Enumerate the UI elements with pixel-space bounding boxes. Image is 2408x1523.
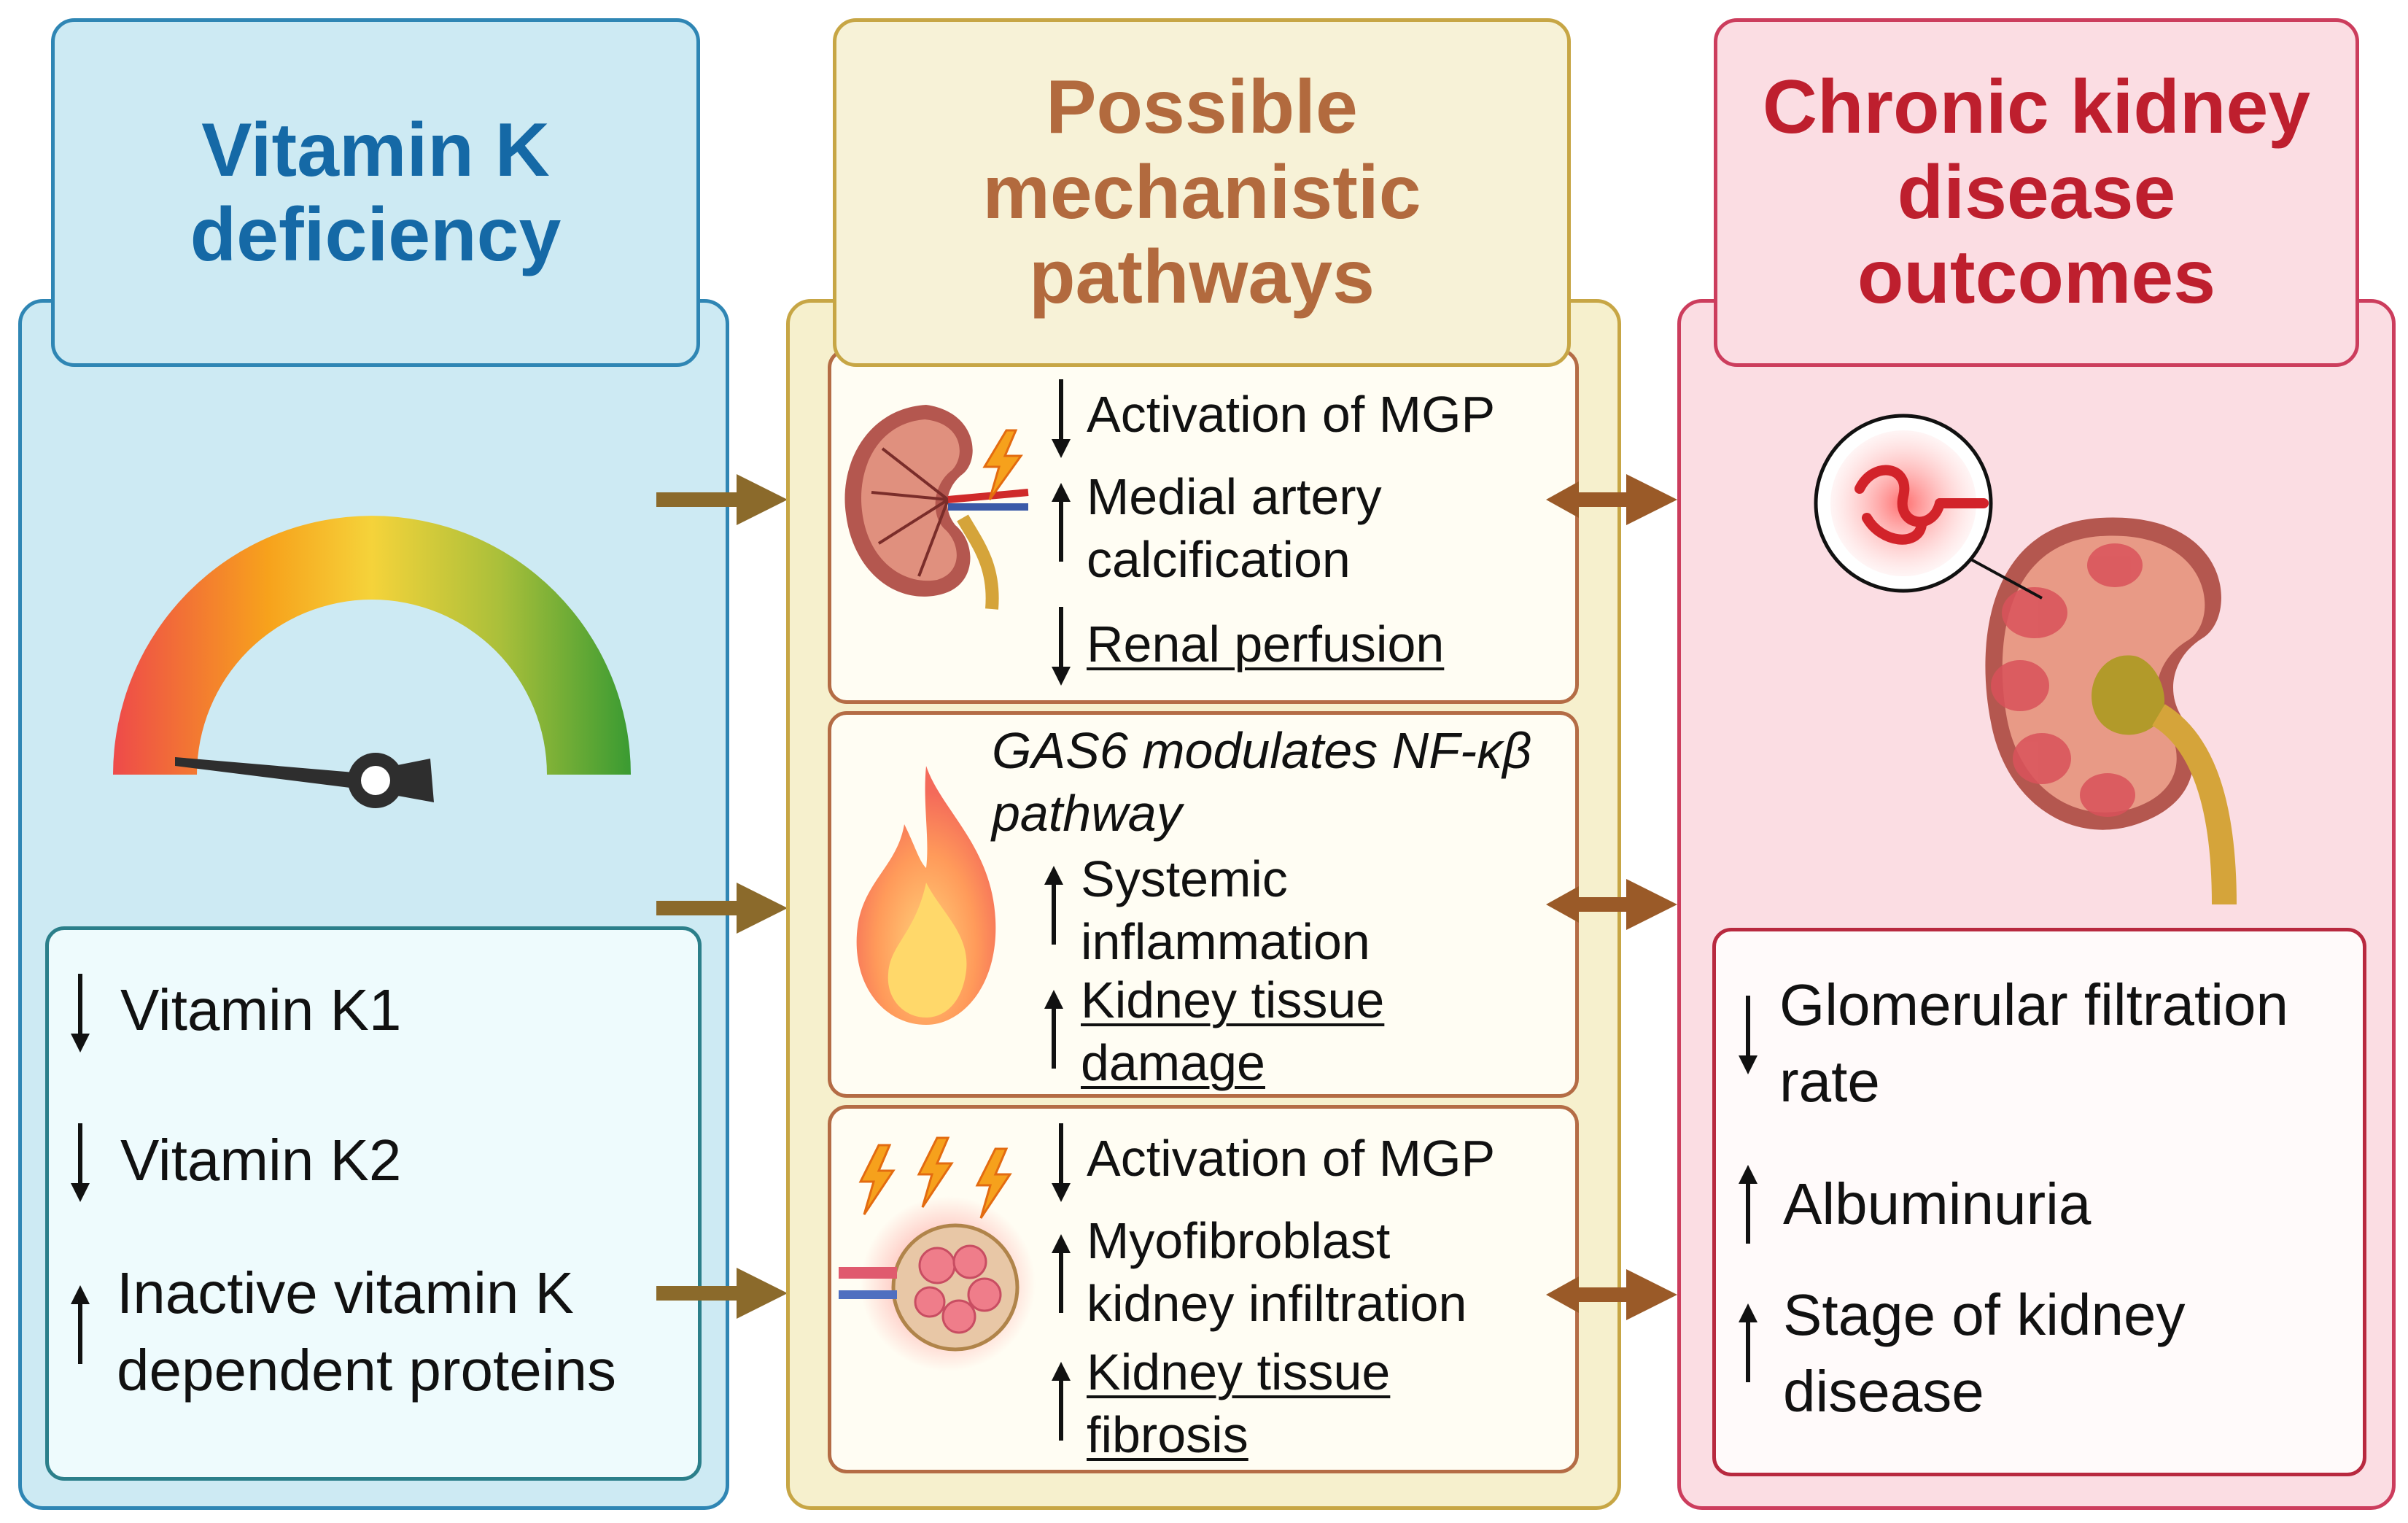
pathway-2-heading-line-1: GAS6 modulates NF-κβ [992,722,1532,779]
outcome-item-3-line-1: Stage of kidney [1783,1282,2186,1347]
kidney-cross-section-icon [844,405,1029,610]
connector-arrow-icon [1546,1269,1677,1320]
pathway-3-item-3-line-2: fibrosis [1087,1406,1248,1463]
arrow-up-icon [71,1285,90,1364]
arrow-down-icon [1052,607,1071,686]
pathway-1-item-3: Renal perfusion [1087,616,1445,673]
deficiency-title: Vitamin K deficiency [51,18,700,367]
pathway-3-item-1: Activation of MGP [1087,1130,1496,1187]
pathway-2-item-2-line-2: damage [1081,1034,1265,1091]
arrow-up-icon [1052,1234,1071,1313]
outcome-item-3-line-2: disease [1783,1359,1984,1424]
arrow-up-icon [1044,990,1063,1069]
pathway-1-item-1: Activation of MGP [1087,386,1496,443]
pathway-2-heading-line-2: pathway [992,785,1182,842]
deficiency-item-1: Vitamin K1 [120,977,402,1042]
outcome-item-1-line-2: rate [1779,1049,1880,1114]
pathway-box-3 [828,1105,1579,1473]
arrow-down-icon [71,1123,90,1202]
pathway-2-item-1-line-1: Systemic [1081,850,1288,907]
connector-arrow-icon [656,883,788,934]
deficiency-item-3-line-2: dependent proteins [117,1338,616,1403]
outcomes-title: Chronic kidney disease outcomes [1714,18,2359,367]
arrow-up-icon [1052,1362,1071,1441]
connector-arrow-icon [656,1268,788,1319]
arrow-up-icon [1739,1303,1758,1382]
outcome-item-1-line-1: Glomerular filtration [1779,972,2289,1037]
lightning-bolt-icon [982,429,1023,500]
arrow-up-icon [1052,483,1071,562]
deficiency-item-3-line-1: Inactive vitamin K [117,1260,574,1325]
arrow-up-icon [1739,1165,1758,1244]
arrow-down-icon [71,974,90,1053]
pathway-3-item-2-line-2: kidney infiltration [1087,1275,1467,1332]
pathway-3-item-2-line-1: Myofibroblast [1087,1212,1391,1269]
arrow-up-icon [1044,866,1063,945]
pathway-1-item-2-line-2: calcification [1087,531,1351,588]
pathways-title: Possible mechanistic pathways [833,18,1571,367]
pathway-2-item-2-line-1: Kidney tissue [1081,972,1385,1028]
kidney-with-glomerulus-inset-icon [1814,414,2237,905]
inflamed-glomerulus-icon [839,1136,1036,1371]
flame-icon [856,766,996,1025]
outcome-item-2: Albuminuria [1783,1171,2092,1236]
connector-arrow-icon [1546,474,1677,525]
connector-arrow-icon [1546,879,1677,930]
pathway-1-item-2-line-1: Medial artery [1087,468,1382,525]
arrow-down-icon [1052,379,1071,458]
deficiency-gauge-icon [113,516,631,808]
deficiency-list [45,926,702,1481]
deficiency-item-2: Vitamin K2 [120,1128,402,1193]
arrow-down-icon [1052,1123,1071,1202]
outcomes-list [1712,928,2366,1476]
pathway-3-item-3-line-1: Kidney tissue [1087,1344,1391,1400]
arrow-down-icon [1739,996,1758,1074]
connector-arrow-icon [656,474,788,525]
pathway-2-item-1-line-2: inflammation [1081,913,1370,970]
